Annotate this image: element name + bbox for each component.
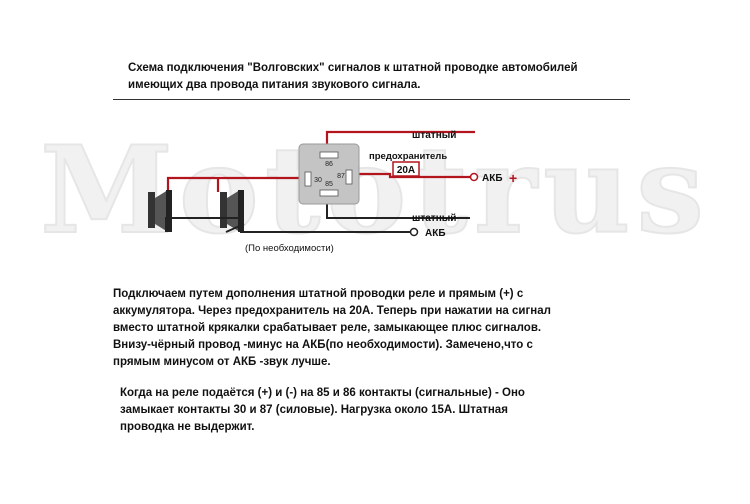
relay-pin-86: 86 — [325, 161, 333, 168]
label-akb-plus: АКБ — [482, 173, 503, 184]
para1-line: Внизу-чёрный провод -минус на АКБ(по нео… — [113, 339, 533, 351]
label-optional: (По необходимости) — [245, 243, 334, 254]
para1-line: вместо штатной крякалки срабатывает реле… — [113, 322, 542, 334]
label-akb-minus: АКБ — [425, 228, 446, 239]
title-divider — [113, 99, 630, 100]
para2-line: Когда на реле подаётся (+) и (-) на 85 и… — [120, 387, 525, 399]
label-shtatny-bottom: штатный — [412, 213, 456, 224]
terminal-akb-minus — [409, 227, 419, 237]
relay: 86 85 30 87 — [298, 143, 360, 205]
wire-relay-to-horns — [166, 176, 307, 190]
para2-line: проводка не выдержит. — [120, 421, 255, 433]
horn-left — [148, 190, 172, 232]
para1-line: прямым минусом от АКБ -звук лучше. — [113, 356, 331, 368]
diagram-title: Схема подключения "Волговских" сигналов … — [128, 60, 648, 94]
para1-line: Подключаем путем дополнения штатной пров… — [113, 288, 524, 300]
plus-sign: + — [509, 170, 517, 186]
black-wires — [165, 203, 470, 233]
fuse: 20А — [392, 161, 420, 177]
title-line-1: Схема подключения "Волговских" сигналов … — [128, 62, 578, 74]
title-line-2: имеющих два провода питания звукового си… — [128, 79, 421, 91]
terminal-akb-plus — [469, 172, 479, 182]
relay-pin-30: 30 — [314, 177, 322, 184]
relay-explanation-paragraph: Когда на реле подаётся (+) и (-) на 85 и… — [120, 385, 640, 436]
optional-switch — [225, 223, 245, 233]
para1-line: аккумулятора. Через предохранитель на 20… — [113, 305, 551, 317]
wiring-diagram: 86 85 30 87 20А штатный предохранитель А… — [148, 130, 517, 254]
description-paragraph: Подключаем путем дополнения штатной пров… — [113, 286, 633, 371]
relay-pin-85: 85 — [325, 181, 333, 188]
horn-right — [220, 190, 244, 232]
watermark-text: Mototrus — [40, 120, 710, 260]
label-shtatny-top: штатный — [412, 130, 456, 141]
wire-shtatny-bottom — [326, 203, 470, 219]
watermark: Mototrus — [39, 120, 710, 260]
wire-akb-plus — [352, 172, 470, 179]
label-fuse: предохранитель — [369, 151, 447, 162]
fuse-rating: 20А — [397, 165, 415, 176]
relay-pin-87: 87 — [337, 173, 345, 180]
para2-line: замыкает контакты 30 и 87 (силовые). Наг… — [120, 404, 508, 416]
